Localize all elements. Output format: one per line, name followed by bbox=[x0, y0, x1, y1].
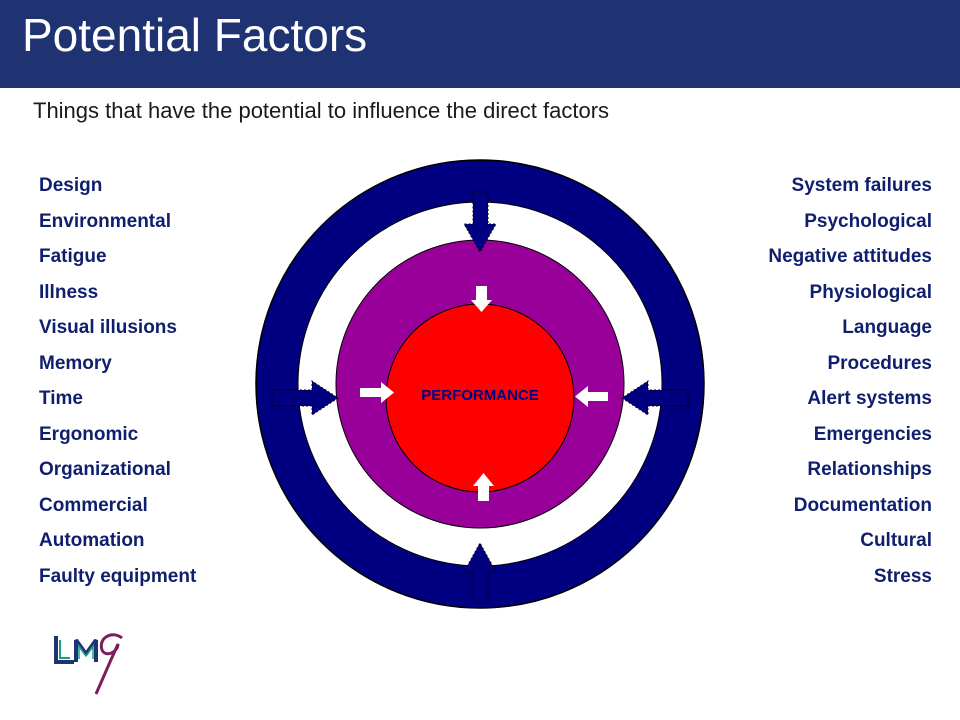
right-factor-item: Procedures bbox=[827, 352, 932, 374]
right-factor-item: Relationships bbox=[807, 459, 932, 480]
left-factor-item: Organizational bbox=[39, 459, 171, 480]
left-factor-item: Memory bbox=[39, 352, 112, 374]
arrow-right-outer bbox=[621, 380, 689, 416]
left-factor-item: Faulty equipment bbox=[39, 565, 197, 587]
right-factor-list: System failures Psychological Negative a… bbox=[768, 172, 932, 598]
arrow-left-inner bbox=[360, 382, 394, 403]
right-factor-item: Stress bbox=[873, 565, 932, 587]
right-factor-item: Psychological bbox=[804, 210, 932, 232]
arrow-bottom-inner bbox=[473, 473, 494, 501]
arrow-left-outer bbox=[271, 380, 339, 416]
right-factor-item: Physiological bbox=[809, 281, 932, 303]
title-bar: Potential Factors bbox=[0, 0, 960, 88]
left-factor-list: Design Environmental Fatigue Illness Vis… bbox=[39, 172, 196, 598]
arrow-right-inner bbox=[575, 386, 608, 407]
right-factor-item: Documentation bbox=[793, 494, 932, 516]
arrow-bottom-outer bbox=[463, 541, 497, 604]
left-factor-item: Illness bbox=[39, 281, 99, 303]
left-factor-item: Fatigue bbox=[39, 246, 107, 267]
left-factor-item: Design bbox=[39, 175, 103, 196]
right-factor-item: Emergencies bbox=[813, 423, 932, 445]
right-factor-item: System failures bbox=[791, 175, 932, 196]
left-factor-item: Environmental bbox=[39, 210, 171, 232]
lmq-logo bbox=[54, 633, 123, 695]
left-factor-item: Visual illusions bbox=[39, 317, 177, 338]
right-factor-item: Cultural bbox=[860, 530, 932, 551]
performance-label: PERFORMANCE bbox=[421, 387, 539, 404]
left-factor-item: Ergonomic bbox=[39, 423, 139, 445]
right-factor-item: Alert systems bbox=[807, 388, 932, 409]
right-factor-item: Negative attitudes bbox=[768, 246, 932, 267]
left-factor-item: Commercial bbox=[39, 494, 148, 516]
page-subtitle: Things that have the potential to influe… bbox=[33, 98, 610, 123]
right-factor-item: Language bbox=[842, 317, 932, 338]
arrow-top-outer bbox=[463, 191, 497, 254]
left-factor-item: Time bbox=[39, 388, 84, 409]
page-title: Potential Factors bbox=[22, 9, 368, 61]
left-factor-item: Automation bbox=[39, 530, 145, 551]
arrow-top-inner bbox=[471, 286, 492, 312]
